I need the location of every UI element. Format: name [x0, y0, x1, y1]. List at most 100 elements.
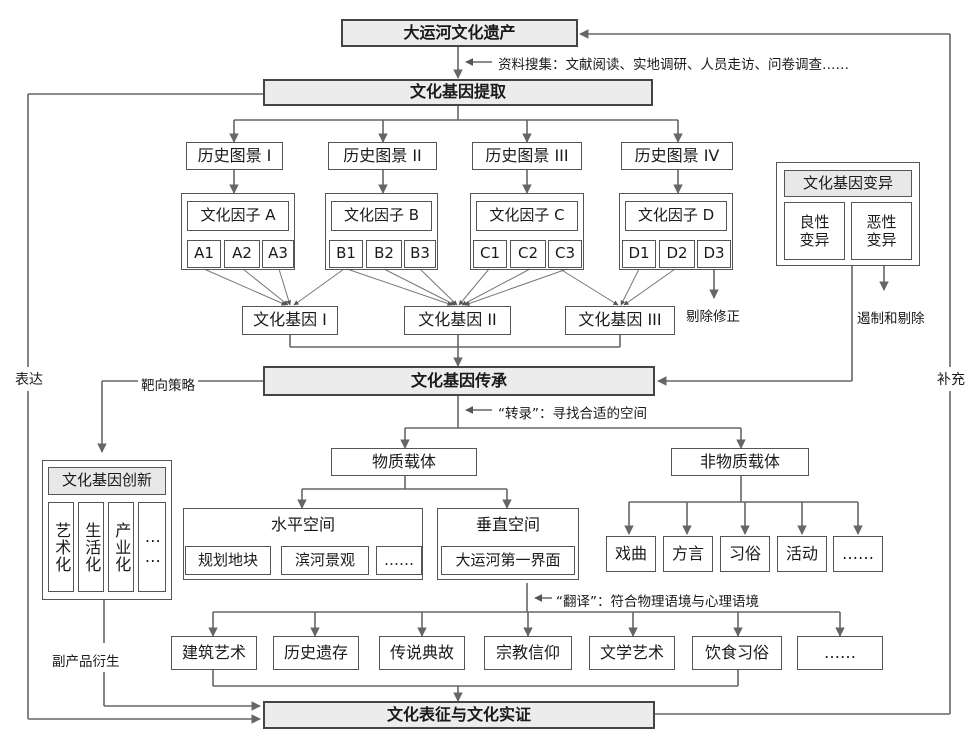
form-label: 宗教信仰 — [495, 642, 560, 662]
h-item: …… — [376, 546, 422, 575]
im-item-label: 活动 — [785, 543, 818, 563]
heritage-label: 大运河文化遗产 — [403, 22, 516, 42]
innovation-group — [42, 460, 172, 600]
good-variation-label: 良性变异 — [799, 213, 830, 249]
factor-item-label: A3 — [268, 244, 288, 263]
im-item-label: 戏曲 — [614, 543, 647, 563]
factor-item: B1 — [329, 240, 363, 268]
v-item-label: 大运河第一界面 — [455, 550, 561, 569]
factor-item: C2 — [510, 240, 546, 268]
factor-item-label: D2 — [666, 244, 688, 263]
form-box: 宗教信仰 — [484, 636, 572, 670]
factor-title: 文化因子 C — [489, 206, 565, 225]
form-box: …… — [797, 636, 883, 670]
transcribe-note: “转录”：寻找合适的空间 — [498, 406, 647, 422]
horizontal-space-group — [183, 508, 423, 580]
form-label: …… — [824, 642, 856, 662]
material-box: 物质载体 — [331, 448, 477, 476]
im-item: 戏曲 — [606, 536, 656, 572]
factor-title: 文化因子 A — [200, 206, 276, 225]
translate-note: “翻译”：符合物理语境与心理语境 — [556, 594, 759, 610]
inherit-box: 文化基因传承 — [263, 366, 655, 396]
innovation-item-label: 产业化 — [112, 521, 132, 573]
factor-item-label: D3 — [703, 244, 725, 263]
factor-title: 文化因子 D — [637, 206, 715, 225]
im-item-label: 习俗 — [728, 543, 761, 563]
factor-title-a: 文化因子 A — [187, 201, 289, 231]
h-item-label: 滨河景观 — [294, 550, 355, 569]
h-item-label: …… — [384, 550, 414, 569]
form-label: 建筑艺术 — [181, 642, 246, 662]
factor-item: B3 — [404, 240, 436, 268]
innovation-item: 艺术化 — [48, 502, 74, 592]
factor-item-label: B1 — [336, 244, 356, 263]
factor-item-label: C3 — [554, 244, 576, 263]
factor-title-c: 文化因子 C — [476, 201, 578, 231]
scene-box-2: 历史图景 II — [328, 142, 437, 170]
scene-label: 历史图景 III — [485, 145, 569, 165]
v-item: 大运河第一界面 — [441, 546, 575, 575]
factor-group-b — [325, 193, 438, 270]
factor-item: D2 — [659, 240, 695, 268]
collect-note: 资料搜集：文献阅读、实地调研、人员走访、问卷调查…… — [498, 57, 849, 73]
scene-box-1: 历史图景 I — [186, 142, 283, 170]
extract-label: 文化基因提取 — [409, 82, 506, 102]
h-item-label: 规划地块 — [197, 550, 258, 569]
scene-box-3: 历史图景 III — [472, 142, 582, 170]
gene-label: 文化基因 III — [578, 310, 662, 330]
scene-label: 历史图景 IV — [634, 145, 720, 165]
innovation-item-label: 艺术化 — [52, 521, 72, 573]
factor-item: D3 — [697, 240, 731, 268]
suppress-label: 遏制和剔除 — [857, 311, 925, 327]
factor-item-label: A1 — [194, 244, 214, 263]
gene-box-3: 文化基因 III — [565, 306, 675, 335]
factor-title-b: 文化因子 B — [331, 201, 432, 231]
im-item: 习俗 — [720, 536, 770, 572]
good-variation-box: 良性变异 — [784, 202, 845, 260]
factor-item: C3 — [548, 240, 582, 268]
inherit-label: 文化基因传承 — [410, 370, 507, 390]
factor-item: D1 — [622, 240, 656, 268]
im-item: …… — [833, 536, 883, 572]
gene-box-2: 文化基因 II — [404, 306, 511, 335]
target-strategy-label: 靶向策略 — [138, 374, 198, 394]
form-box: 历史遗存 — [273, 636, 359, 670]
form-label: 文学艺术 — [599, 642, 664, 662]
factor-item: A2 — [224, 240, 260, 268]
form-label: 传说典故 — [389, 642, 454, 662]
h-item: 规划地块 — [185, 546, 271, 575]
vertical-space-label: 垂直空间 — [475, 514, 540, 534]
im-item: 活动 — [777, 536, 827, 572]
byproduct-label: 副产品衍生 — [52, 654, 120, 670]
factor-group-c — [470, 193, 584, 270]
form-label: 历史遗存 — [283, 642, 348, 662]
factor-item: C1 — [473, 240, 507, 268]
form-box: 文学艺术 — [589, 636, 675, 670]
innovation-item-label: 生活化 — [82, 521, 102, 573]
factor-item-label: B3 — [410, 244, 430, 263]
factor-item-label: B2 — [374, 244, 394, 263]
form-box: 建筑艺术 — [171, 636, 257, 670]
gene-label: 文化基因 II — [418, 310, 497, 330]
im-item-label: 方言 — [671, 543, 704, 563]
gene-box-1: 文化基因 I — [242, 306, 338, 335]
form-box: 饮食习俗 — [692, 636, 782, 670]
bad-variation-box: 恶性变异 — [851, 202, 912, 260]
supplement-label: 补充 — [936, 367, 966, 391]
variation-title-label: 文化基因变异 — [802, 173, 893, 192]
form-label: 饮食习俗 — [704, 642, 769, 662]
heritage-box: 大运河文化遗产 — [341, 19, 578, 47]
gene-label: 文化基因 I — [253, 310, 327, 330]
factor-item: A1 — [187, 240, 221, 268]
innovation-item: 生活化 — [78, 502, 104, 592]
h-item: 滨河景观 — [281, 546, 369, 575]
factor-item: A3 — [262, 240, 294, 268]
variation-group — [776, 162, 920, 266]
remove-fix-label: 剔除修正 — [686, 309, 740, 325]
factor-item-label: D1 — [628, 244, 650, 263]
factor-title: 文化因子 B — [343, 206, 420, 225]
innovation-title-label: 文化基因创新 — [61, 471, 152, 490]
scene-box-4: 历史图景 IV — [621, 142, 733, 170]
